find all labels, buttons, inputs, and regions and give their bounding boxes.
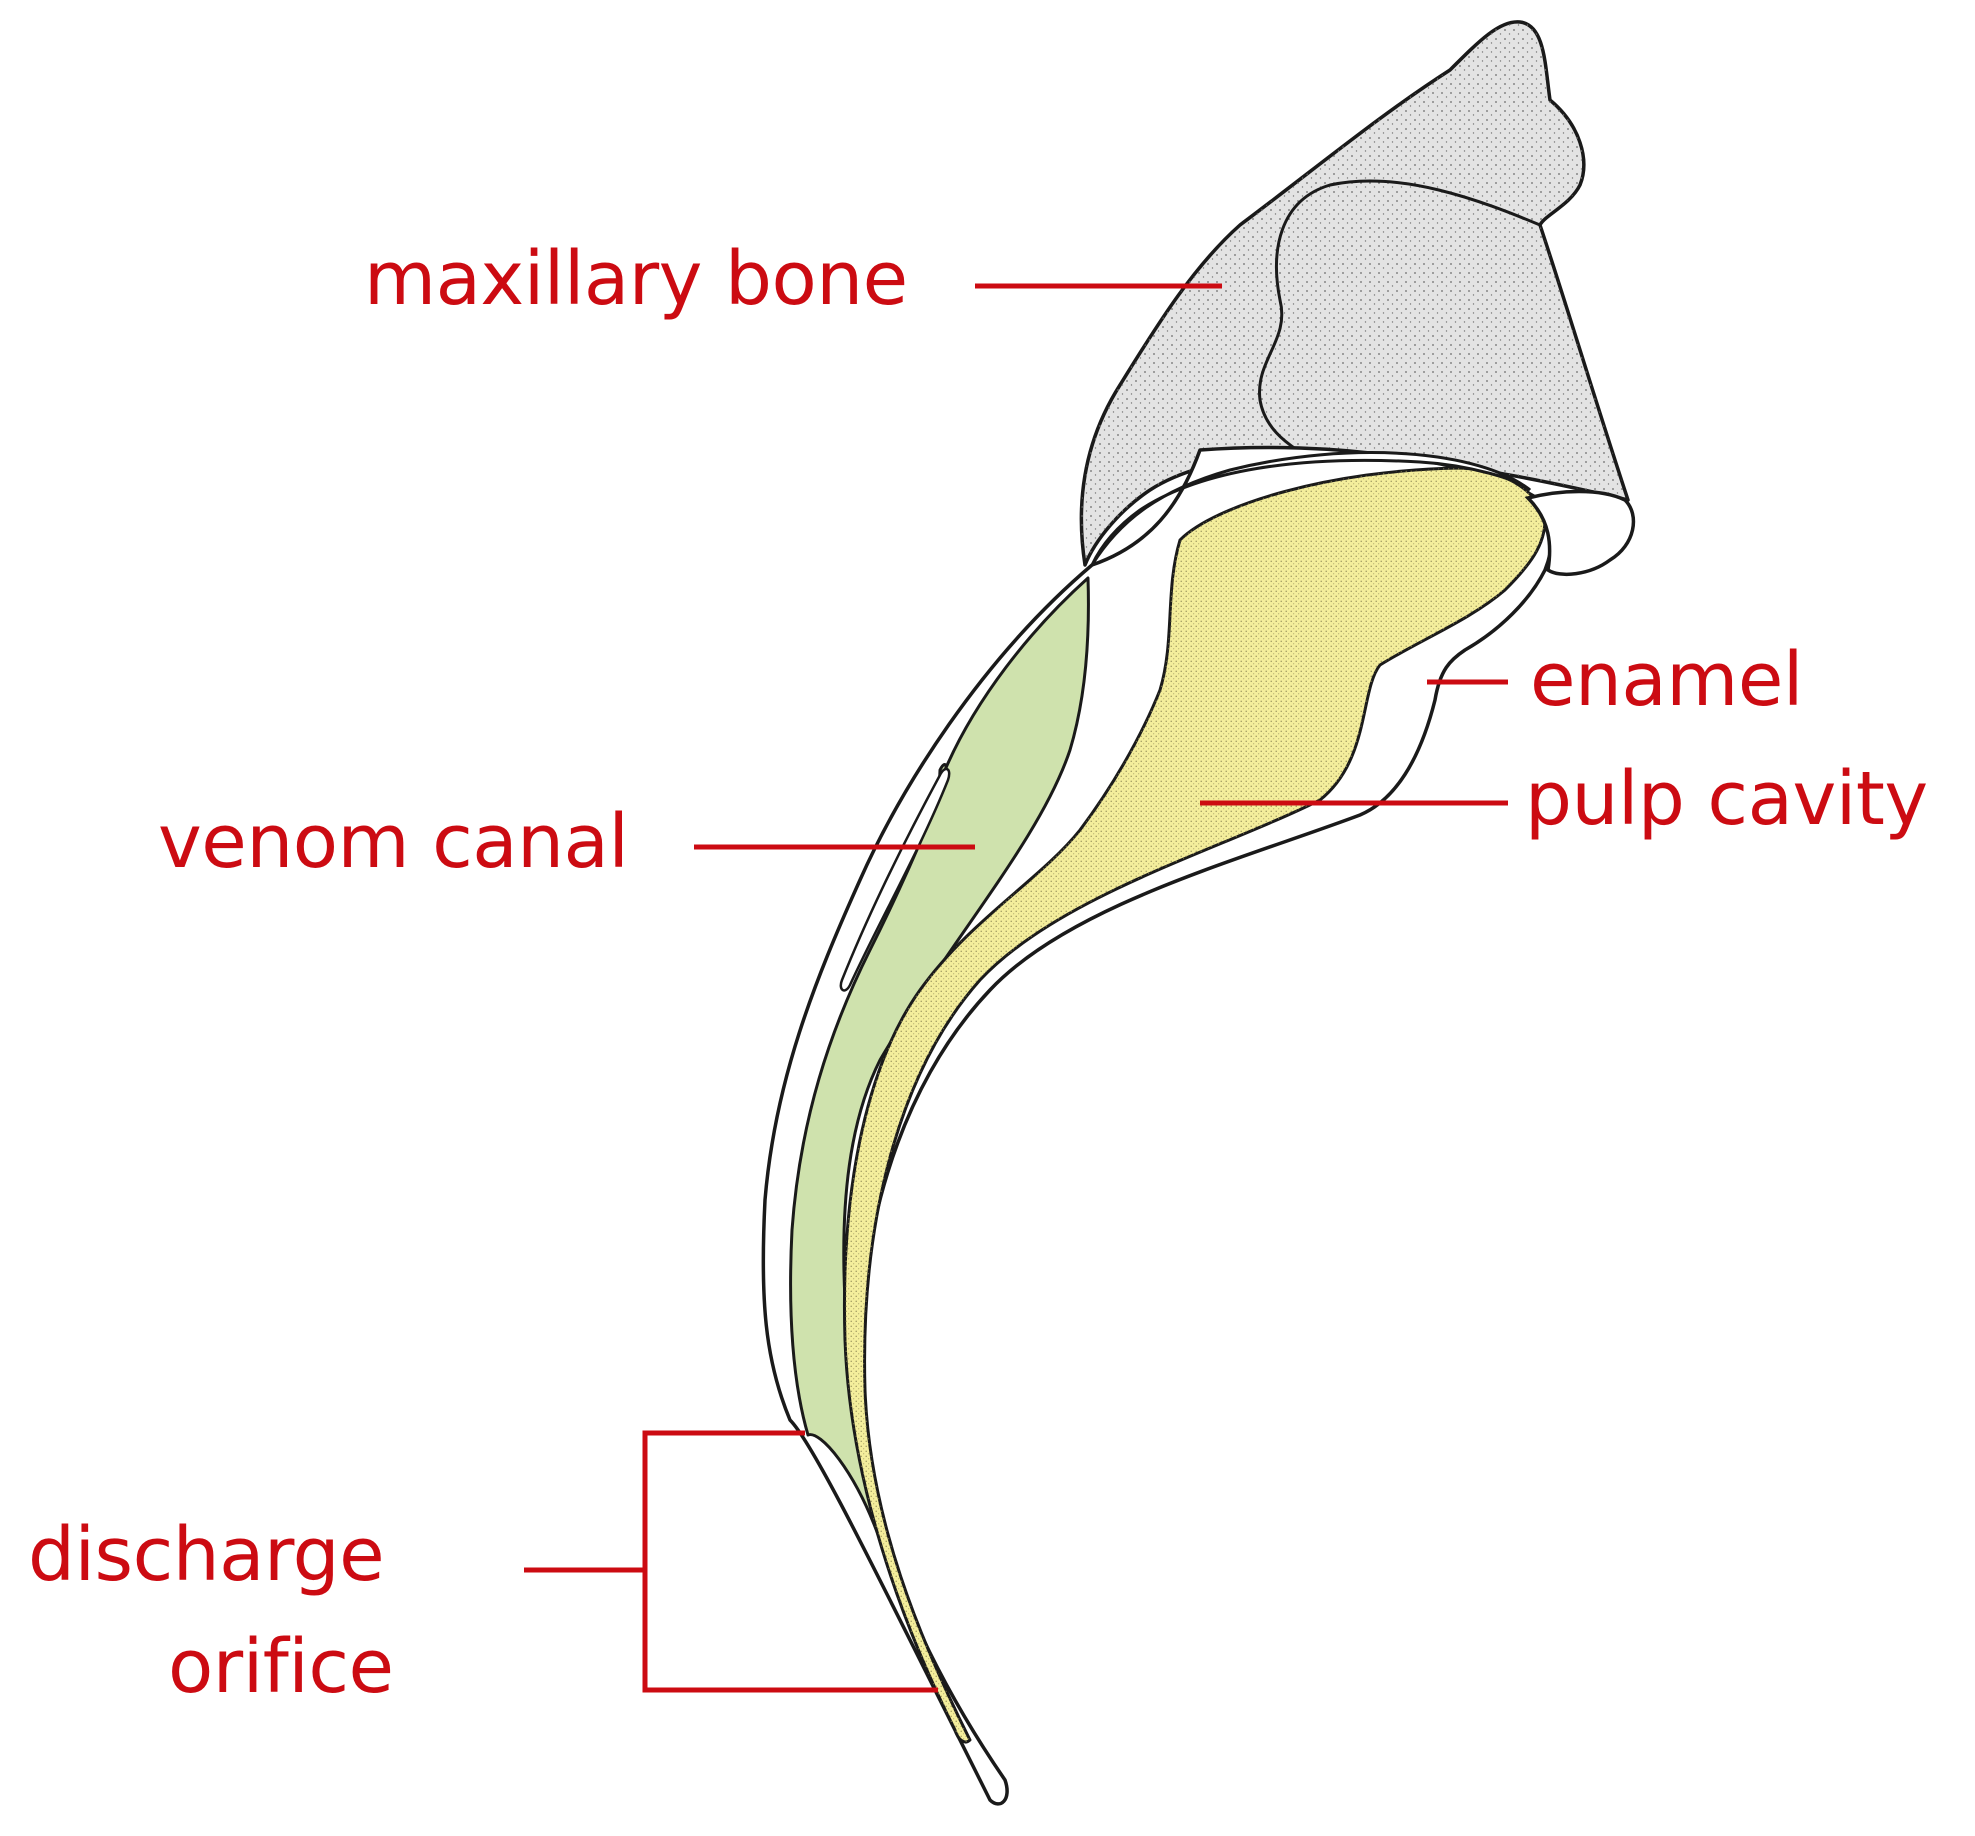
fang-shape [763,447,1633,1803]
discharge-label: discharge [28,1518,384,1592]
orifice-label: orifice [168,1630,394,1704]
pulp-cavity-label: pulp cavity [1525,762,1928,836]
venom-canal-label: venom canal [158,805,628,879]
enamel-label: enamel [1530,643,1803,717]
maxillary-bone-label: maxillary bone [364,242,908,316]
